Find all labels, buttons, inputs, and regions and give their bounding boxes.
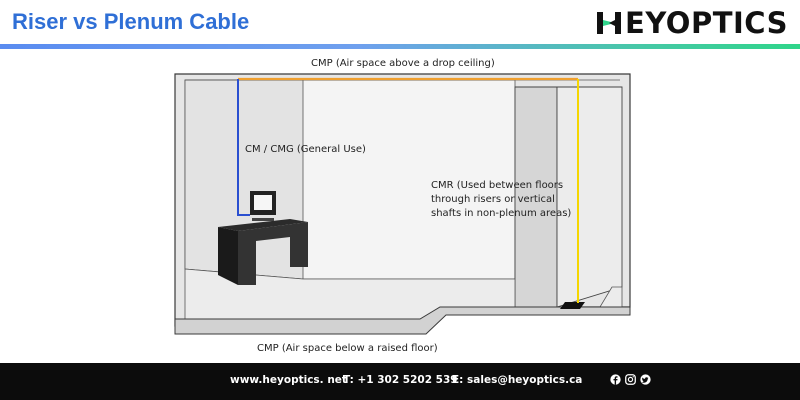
label-cmp-ceiling: CMP (Air space above a drop ceiling) xyxy=(311,58,495,69)
brand-logo: EYOPTICS xyxy=(595,4,788,42)
cable-room-diagram xyxy=(174,73,631,335)
monitor-screen xyxy=(254,195,272,210)
footer-email-link[interactable]: E: sales@heyoptics.ca xyxy=(452,374,583,386)
facebook-icon[interactable] xyxy=(610,374,621,385)
logo-h-mark-icon xyxy=(595,9,623,37)
cm-general-cable xyxy=(237,79,250,216)
riser-shaft-side xyxy=(556,86,623,308)
desk-panel xyxy=(238,222,308,285)
label-cmp-floor: CMP (Air space below a raised floor) xyxy=(257,343,438,354)
label-cm-general: CM / CMG (General Use) xyxy=(245,144,366,155)
keyboard xyxy=(252,218,274,221)
label-cmr-line-2: through risers or vertical xyxy=(431,194,555,205)
header-divider xyxy=(0,44,800,49)
page-title: Riser vs Plenum Cable xyxy=(12,9,250,34)
twitter-icon[interactable] xyxy=(640,374,651,385)
footer-bar: www.heyoptics. net T: +1 302 5202 539 E:… xyxy=(0,363,800,400)
instagram-icon[interactable] xyxy=(625,374,636,385)
desk-top xyxy=(218,219,308,231)
label-cmr-line-1: CMR (Used between floors xyxy=(431,180,564,191)
logo-text: EYOPTICS xyxy=(625,6,788,40)
riser-floor-opening xyxy=(560,302,585,309)
floor-slab-edge xyxy=(174,306,631,335)
footer-website-link[interactable]: www.heyoptics. net xyxy=(230,374,347,386)
desk-front xyxy=(218,227,238,285)
footer-phone: T: +1 302 5202 539 xyxy=(343,374,458,386)
label-cmr-line-3: shafts in non-plenum areas) xyxy=(431,208,572,219)
